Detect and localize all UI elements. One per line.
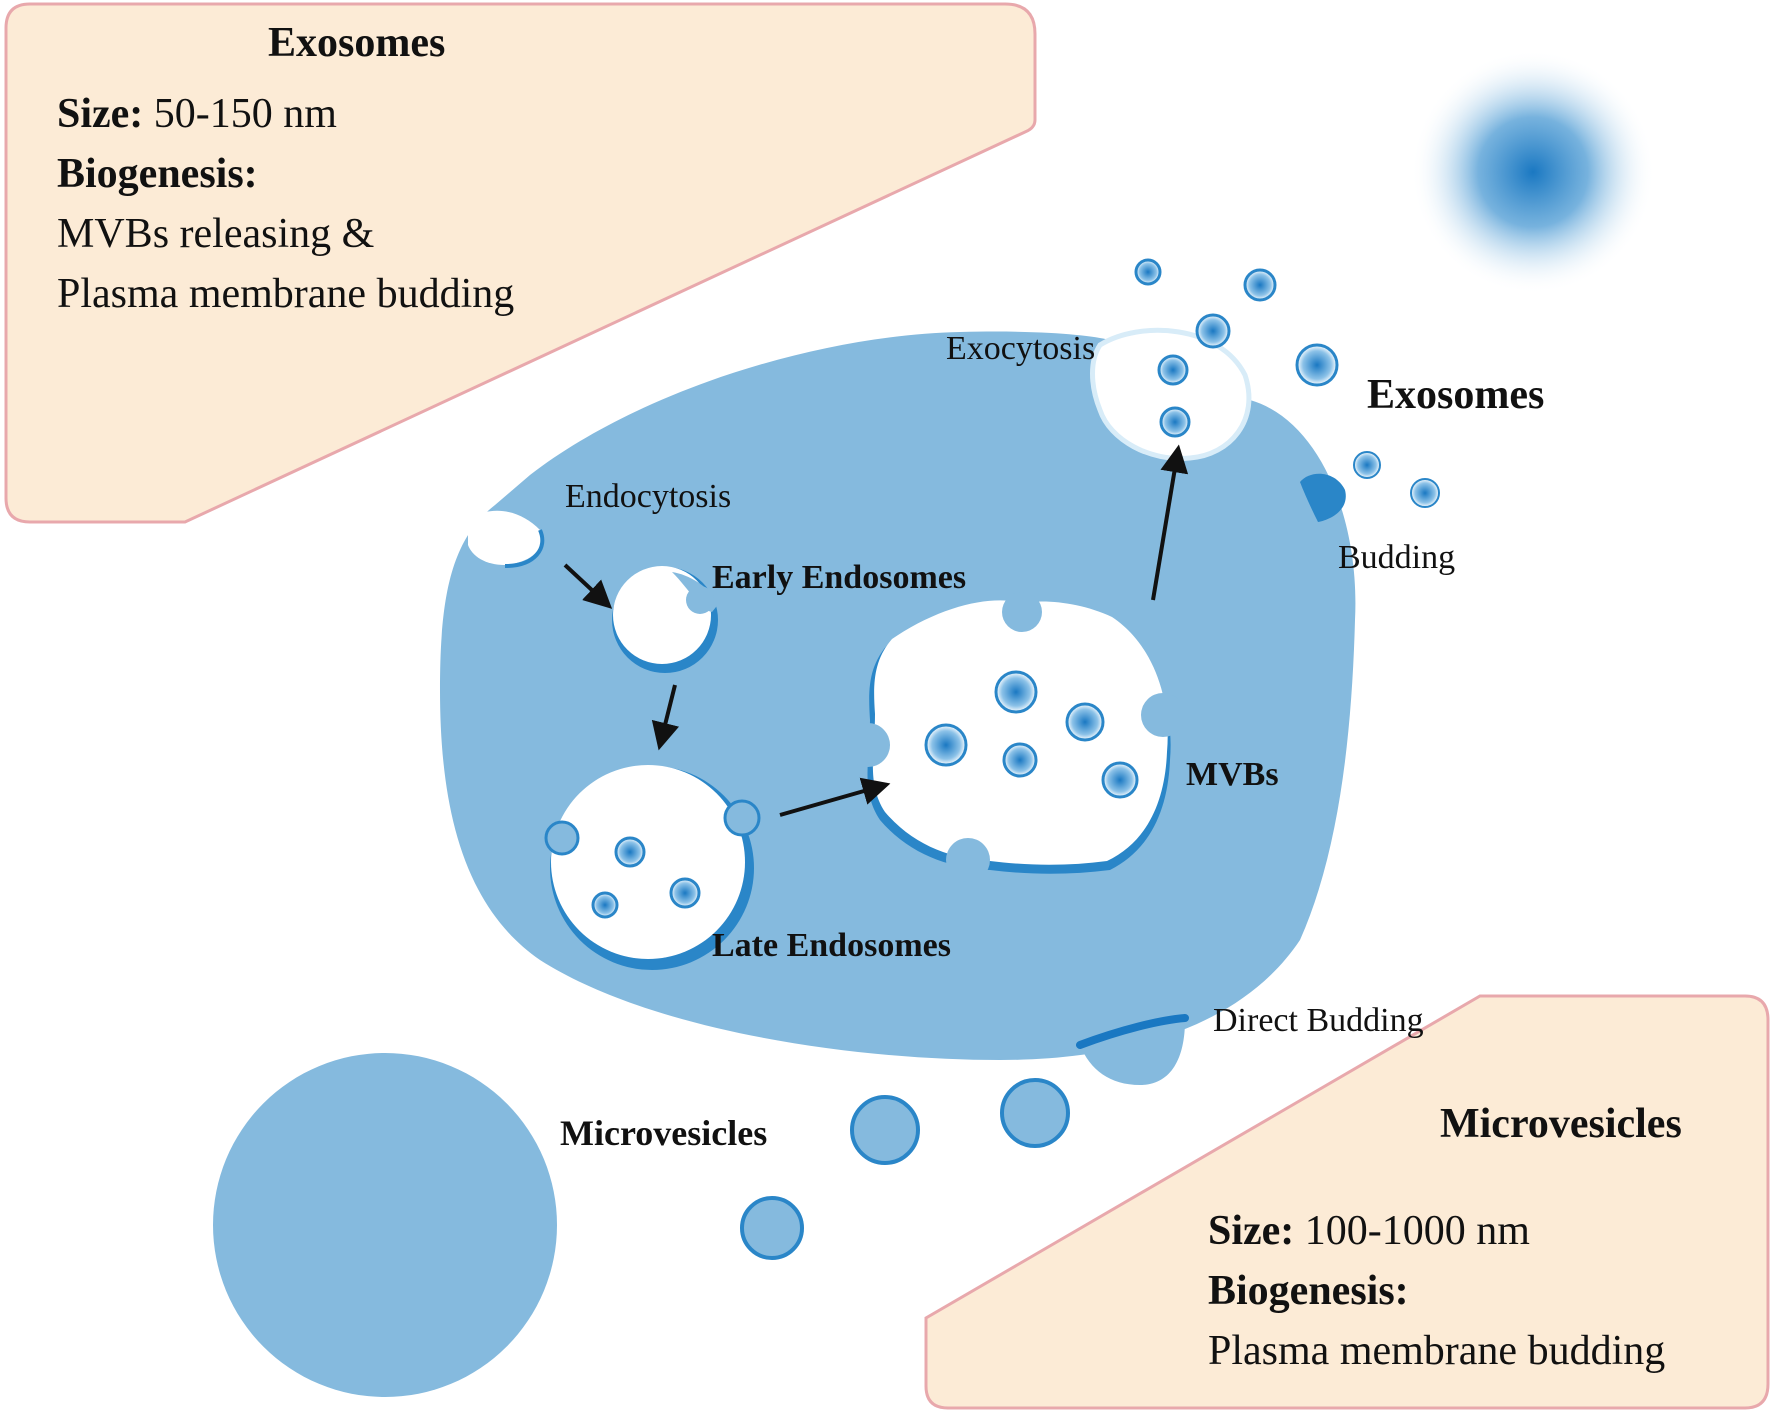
intraluminal-vesicle bbox=[591, 891, 619, 919]
intraluminal-vesicle bbox=[1065, 702, 1105, 742]
microvesicle-biogenesis-label: Biogenesis: bbox=[1208, 1268, 1409, 1314]
exosome-size-line: Size: 50-150 nm bbox=[57, 93, 337, 135]
intraluminal-vesicle bbox=[994, 670, 1038, 714]
microvesicle bbox=[1000, 1078, 1070, 1148]
endocytosis-pocket bbox=[468, 510, 542, 565]
arrow-early-to-late bbox=[651, 684, 680, 751]
exosome-biogenesis-line2: Plasma membrane budding bbox=[57, 271, 515, 317]
exosome-vesicle bbox=[1159, 406, 1191, 438]
label-direct-budding: Direct Budding bbox=[1213, 1002, 1424, 1039]
exosome-biogenesis-line1: MVBs releasing & bbox=[57, 211, 375, 257]
early-endosome bbox=[612, 566, 720, 673]
microvesicle-size-line: Size: 100-1000 nm bbox=[1208, 1210, 1530, 1252]
exosome-size-value: 50-150 nm bbox=[143, 91, 337, 137]
label-microvesicles: Microvesicles bbox=[560, 1113, 768, 1153]
mvb bbox=[846, 592, 1185, 882]
budding-vesicle bbox=[1300, 473, 1346, 522]
label-endocytosis: Endocytosis bbox=[565, 478, 732, 515]
late-endosome bbox=[544, 765, 761, 970]
microvesicle-large bbox=[213, 1053, 557, 1397]
label-exosomes: Exosomes bbox=[1367, 372, 1545, 418]
exosome-vesicle bbox=[1295, 343, 1339, 387]
microvesicle bbox=[740, 1196, 804, 1260]
intraluminal-vesicle bbox=[1002, 742, 1038, 778]
exosome-info-box bbox=[4, 2, 1037, 524]
label-early-endosomes: Early Endosomes bbox=[712, 559, 967, 596]
arrow-late-to-mvb bbox=[779, 777, 891, 817]
exosome-vesicle bbox=[1134, 258, 1162, 286]
microvesicle-info-box bbox=[924, 994, 1770, 1410]
exosome-vesicle bbox=[1243, 268, 1277, 302]
intraluminal-vesicle bbox=[669, 877, 701, 909]
exocytosis-pocket bbox=[1090, 327, 1252, 461]
intraluminal-vesicle bbox=[924, 723, 968, 767]
arrow-mvb-to-exocytosis bbox=[1151, 444, 1189, 601]
intraluminal-vesicle bbox=[614, 836, 646, 868]
microvesicle-size-label: Size: bbox=[1208, 1208, 1295, 1254]
arrow-endocytosis-to-early bbox=[563, 563, 613, 609]
microvesicle-size-value: 100-1000 nm bbox=[1294, 1208, 1530, 1254]
label-late-endosomes: Late Endosomes bbox=[712, 927, 951, 964]
exosome-size-label: Size: bbox=[57, 91, 144, 137]
microvesicle bbox=[850, 1095, 920, 1165]
exosome-info-title: Exosomes bbox=[268, 20, 446, 66]
label-budding: Budding bbox=[1338, 539, 1456, 576]
exosome-vesicle bbox=[1353, 451, 1381, 479]
microvesicle-info-title: Microvesicles bbox=[1440, 1101, 1682, 1147]
exosome-biogenesis-label: Biogenesis: bbox=[57, 151, 258, 197]
exosome-glow bbox=[1411, 50, 1655, 294]
exosome-vesicle bbox=[1157, 354, 1189, 386]
intraluminal-vesicle bbox=[1101, 761, 1139, 799]
label-mvbs: MVBs bbox=[1186, 756, 1279, 793]
label-exocytosis: Exocytosis bbox=[946, 330, 1096, 367]
exosome-vesicle bbox=[1195, 313, 1231, 349]
microvesicle-biogenesis-line1: Plasma membrane budding bbox=[1208, 1328, 1666, 1374]
exosome-vesicle bbox=[1410, 478, 1440, 508]
